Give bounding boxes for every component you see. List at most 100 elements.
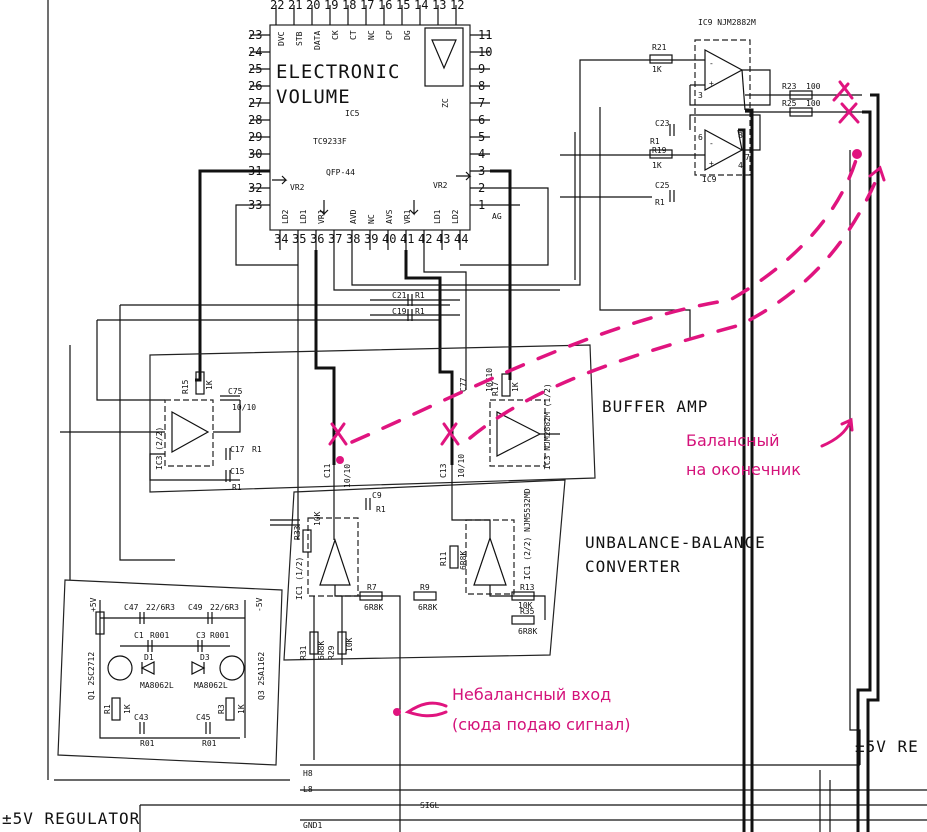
ic5-title-line1: ELECTRONIC [276, 61, 400, 83]
ic5-electronic-volume: 22 21 20 19 18 17 16 15 14 13 12 DVC STB… [248, 0, 502, 250]
ic5-pin-right: 11 [478, 28, 492, 42]
ic5-top-pin-name: CP [385, 30, 394, 40]
r33-label: R33 [293, 525, 302, 540]
ic5-pin-right: 8 [478, 79, 485, 93]
c43-label: C43 [134, 713, 149, 722]
q3-label: Q3 2SA1162 [257, 652, 266, 700]
ic5-top-pin-name: CK [331, 30, 340, 40]
c11-value: 10/10 [343, 464, 352, 488]
c77-label: C77 [459, 377, 468, 392]
c25-r-label: R1 [655, 198, 665, 207]
net-labels: H8 L8 GND1 SIGL [303, 769, 439, 830]
c17-label: C17 [230, 445, 245, 454]
ic5-vr2-left: VR2 [290, 183, 305, 192]
c47-label: C47 [124, 603, 139, 612]
ic5-pin-left: 23 [248, 28, 262, 42]
ic5-bottom-pin-name: LD1 [433, 209, 442, 224]
r25-value: 100 [806, 99, 821, 108]
ic5-title-line2: VOLUME [276, 86, 351, 108]
ic3-right-label: IC3 NJM2882M (1/2) [543, 383, 552, 470]
ic9-pin3: 3 [698, 91, 703, 100]
ic3-left-label: IC3 (2/2) [155, 427, 164, 470]
c25-label: C25 [655, 181, 670, 190]
ic1-opamp-b-icon [473, 536, 507, 586]
r7-label: R7 [367, 583, 377, 592]
ic9-label-top: IC9 NJM2882M [698, 18, 756, 27]
ic5-pin-left: 25 [248, 62, 262, 76]
outer-wires [47, 0, 927, 832]
r25-label: R25 [782, 99, 797, 108]
q1-label: Q1 2SC2712 [87, 652, 96, 700]
ic5-pin-bottom: 44 [454, 232, 468, 246]
ic5-bottom-pin-name: LD2 [451, 209, 460, 224]
c3-value: R001 [210, 631, 229, 640]
ic1-opamp-a-icon [319, 538, 351, 586]
svg-text:-: - [709, 59, 714, 68]
ic5-pin-left: 32 [248, 181, 262, 195]
d3-value: MA8062L [194, 681, 228, 690]
ic5-pin-top: 20 [306, 0, 320, 12]
ic5-pin-left: 26 [248, 79, 262, 93]
ic9-opamp-upper-icon [704, 48, 744, 92]
ic5-pin-top: 13 [432, 0, 446, 12]
r13-value: 10K [518, 601, 533, 610]
ic1-a-label: IC1 (1/2) [295, 557, 304, 600]
c19-label: C19 [392, 307, 407, 316]
ic5-pin-top: 14 [414, 0, 428, 12]
r15-value: 1K [205, 380, 214, 390]
unbalanced-note-line1: Небалансный вход [452, 685, 611, 704]
c1-label: C1 [134, 631, 144, 640]
q1-transistor-icon [107, 655, 133, 681]
ic5-top-pin-name: DVC [277, 31, 286, 46]
r17-label: R17 [491, 381, 500, 396]
ic5-bottom-pin-name: VR1 [403, 209, 412, 224]
r23-value: 100 [806, 82, 821, 91]
c17-r-label: R1 [252, 445, 262, 454]
r15-label: R15 [181, 379, 190, 394]
c21-c19-group: C21 R1 C19 R1 [392, 291, 425, 321]
r1-value: 1K [123, 704, 132, 714]
ic5-pin-bottom: 42 [418, 232, 432, 246]
ic5-pin-bottom: 39 [364, 232, 378, 246]
ic5-pin-bottom: 43 [436, 232, 450, 246]
ic5-pin-top: 12 [450, 0, 464, 12]
c47-value: 22/6R3 [146, 603, 175, 612]
net-h8: H8 [303, 769, 313, 778]
svg-text:+: + [709, 79, 714, 88]
ic5-pin-bottom: 36 [310, 232, 324, 246]
ic5-pin-left: 24 [248, 45, 262, 59]
regulator-title: ±5V REGULATOR [2, 809, 140, 828]
marker-dot-icon [336, 456, 344, 464]
ic5-pin-bottom: 38 [346, 232, 360, 246]
c13-label: C13 [439, 463, 448, 478]
ic5-pin-bottom: 41 [400, 232, 414, 246]
ic3-opamp-right-icon [496, 411, 542, 457]
ic1-b-label: IC1 (2/2) NJM5532MD [523, 488, 532, 580]
ic5-top-pin-name: NC [367, 30, 376, 40]
c9-r-label: R1 [376, 505, 386, 514]
r21-value: 1K [652, 65, 662, 74]
ic5-part: TC9233F [313, 137, 347, 146]
ic5-internal-amp-icon [431, 39, 457, 70]
ic5-pin-right: 4 [478, 147, 485, 161]
ic5-ag-label: AG [492, 212, 502, 221]
plus5v-label: +5V [89, 597, 98, 612]
ic5-pin-top: 16 [378, 0, 392, 12]
net-l8: L8 [303, 785, 313, 794]
r23-label: R23 [782, 82, 797, 91]
ic5-pin-right: 3 [478, 164, 485, 178]
ic5-pin-left: 29 [248, 130, 262, 144]
r35-label: R35 [520, 607, 535, 616]
ic5-pin-right: 9 [478, 62, 485, 76]
ic9-pin8: 8 [738, 131, 743, 140]
svg-text:-: - [709, 139, 714, 148]
r29-label: R29 [327, 645, 336, 660]
converter-title-line1: UNBALANCE-BALANCE [585, 533, 766, 552]
svg-text:+: + [709, 159, 714, 168]
ic5-bottom-pin-name: LD1 [299, 209, 308, 224]
c1-value: R001 [150, 631, 169, 640]
ic9-label-bottom: IC9 [702, 175, 717, 184]
r19-label: R19 [652, 146, 667, 155]
r35-value: 6R8K [518, 627, 537, 636]
ic5-pin-top: 21 [288, 0, 302, 12]
